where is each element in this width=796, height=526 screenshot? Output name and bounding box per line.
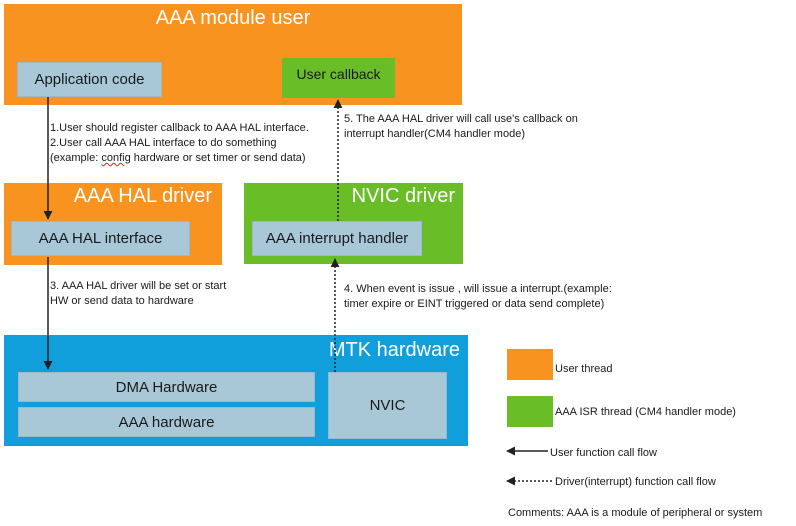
note-4-line-2: timer expire or EINT triggered or data s…: [344, 298, 605, 310]
nvic-driver-title: NVIC driver: [351, 185, 455, 207]
note-4-line-1: 4. When event is issue , will issue a in…: [344, 283, 612, 295]
nvic-driver-block: NVIC driver AAA interrupt handler: [244, 183, 463, 264]
note-2-example-suffix: hardware or set timer or send data): [130, 152, 306, 164]
note-2-line: 2.User call AAA HAL interface to do some…: [50, 137, 277, 149]
legend-isr-thread-label: AAA ISR thread (CM4 handler mode): [555, 406, 736, 418]
note-1-line: 1.User should register callback to AAA H…: [50, 122, 309, 134]
note-hal-start-hw: 3. AAA HAL driver will be set or start H…: [50, 279, 226, 309]
legend-driver-call-flow-label: Driver(interrupt) function call flow: [555, 476, 716, 488]
aaa-hal-interface-box: AAA HAL interface: [11, 221, 190, 256]
dma-hardware-box: DMA Hardware: [18, 372, 315, 402]
note-3-line-2: HW or send data to hardware: [50, 295, 194, 307]
aaa-hal-driver-title: AAA HAL driver: [73, 185, 212, 207]
aaa-module-user-block: AAA module user Application code User ca…: [4, 4, 462, 105]
aaa-interrupt-handler-box: AAA interrupt handler: [252, 221, 422, 256]
note-3-line-1: 3. AAA HAL driver will be set or start: [50, 280, 227, 292]
legend-user-thread-swatch: [507, 349, 553, 380]
legend-comments: Comments: AAA is a module of peripheral …: [508, 507, 763, 519]
note-2-example-prefix: (example:: [50, 152, 102, 164]
nvic-box: NVIC: [328, 372, 447, 439]
note-5-line-2: interrupt handler(CM4 handler mode): [344, 128, 525, 140]
note-2-example-line: (example: config hardware or set timer o…: [50, 151, 309, 166]
aaa-hal-driver-block: AAA HAL driver AAA HAL interface: [4, 183, 222, 265]
application-code-box: Application code: [17, 62, 162, 97]
note-5-line-1: 5. The AAA HAL driver will call use's ca…: [344, 113, 578, 125]
legend-user-thread-label: User thread: [555, 363, 613, 375]
note-issue-interrupt: 4. When event is issue , will issue a in…: [344, 282, 612, 312]
note-call-user-callback: 5. The AAA HAL driver will call use's ca…: [344, 112, 578, 142]
user-callback-box: User callback: [282, 58, 395, 98]
mtk-hardware-title: MTK hardware: [328, 339, 460, 361]
legend-user-call-flow-label: User function call flow: [550, 447, 657, 459]
mtk-hardware-block: MTK hardware DMA Hardware AAA hardware N…: [4, 335, 468, 446]
legend-isr-thread-swatch: [507, 396, 553, 427]
aaa-module-user-title: AAA module user: [155, 7, 311, 29]
note-register-callback: 1.User should register callback to AAA H…: [50, 121, 309, 166]
note-2-example-config-word: config: [101, 152, 131, 164]
aaa-hardware-box: AAA hardware: [18, 407, 315, 437]
